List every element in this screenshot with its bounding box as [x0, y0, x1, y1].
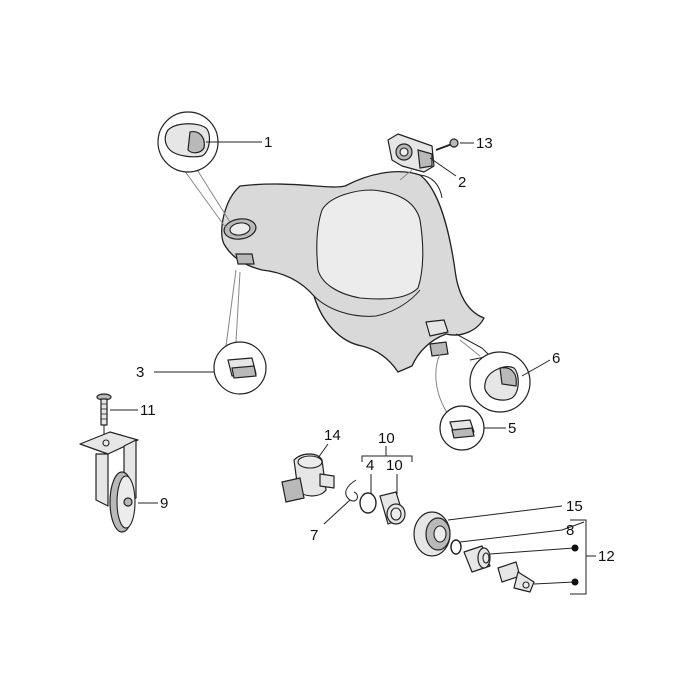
group-12-bracket: 12 [570, 519, 615, 595]
oring-part-8: 8 [450, 521, 585, 555]
label-13: 13 [476, 135, 493, 152]
label-9: 9 [160, 495, 168, 512]
key-icon [497, 561, 575, 593]
label-3: 3 [136, 364, 144, 381]
label-12: 12 [598, 548, 615, 565]
pulley-part-9: 9 [79, 431, 168, 533]
screw-part-13: 13 [435, 135, 493, 152]
label-6: 6 [552, 350, 560, 367]
callout-button-6: 6 [459, 339, 560, 413]
ring-part-15: 15 [413, 498, 583, 557]
label-8: 8 [566, 522, 574, 539]
label-11: 11 [140, 402, 156, 419]
callout-button-1: 1 [157, 111, 272, 229]
label-10-bottom: 10 [386, 457, 403, 474]
label-7: 7 [310, 527, 318, 544]
label-14: 14 [324, 427, 341, 444]
lock-cylinder [463, 545, 575, 573]
oring-part-4 [359, 492, 377, 514]
bracket-part-2: 2 [387, 133, 466, 191]
label-1: 1 [264, 134, 272, 151]
bushing-part-10 [379, 491, 406, 525]
clip-part-7: 7 [310, 479, 358, 544]
switch-part-14: 14 [281, 427, 341, 503]
handlebar-cover [221, 170, 492, 373]
label-5: 5 [508, 420, 516, 437]
callout-part-3: 3 [136, 269, 267, 395]
label-4: 4 [366, 457, 374, 474]
screw-part-11: 11 [96, 393, 156, 444]
label-10-top: 10 [378, 430, 395, 447]
label-2: 2 [458, 174, 466, 191]
group-10: 10 4 10 [361, 430, 413, 494]
callout-part-5: 5 [435, 353, 516, 451]
label-15: 15 [566, 498, 583, 515]
